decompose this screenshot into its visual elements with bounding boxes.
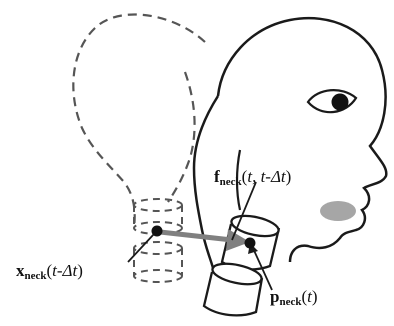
current-neck-lower-segment — [202, 262, 264, 317]
current-position-args: t — [307, 287, 312, 306]
previous-position-args: t-Δt — [52, 261, 78, 280]
previous-position-point — [151, 225, 163, 237]
previous-position-label: xneck(t-Δt) — [16, 261, 83, 282]
f-label-leader — [231, 181, 257, 241]
current-position-subscript: neck — [279, 296, 302, 308]
force-symbol: f — [214, 167, 220, 186]
p-label-leader — [251, 245, 273, 291]
force-args: t, t-Δt — [247, 167, 286, 186]
current-head-back-outline — [192, 95, 220, 273]
current-position-point — [244, 237, 256, 249]
pupil — [331, 93, 349, 111]
previous-position-subscript: neck — [24, 270, 47, 282]
x-label-leader — [127, 233, 155, 263]
cheek — [320, 201, 356, 221]
previous-head-outline — [72, 13, 206, 229]
previous-neck-segments — [133, 198, 183, 283]
jaw-line — [235, 149, 242, 211]
current-position-symbol: p — [270, 287, 280, 306]
force-arrow — [159, 229, 250, 251]
previous-head-back-outline — [167, 71, 196, 203]
current-position-label: pneck(t) — [270, 287, 318, 308]
current-head-outline — [216, 16, 388, 263]
eye — [306, 89, 358, 114]
force-subscript: neck — [219, 176, 242, 188]
force-label: fneck(t, t-Δt) — [214, 167, 292, 188]
previous-position-symbol: x — [16, 261, 25, 280]
